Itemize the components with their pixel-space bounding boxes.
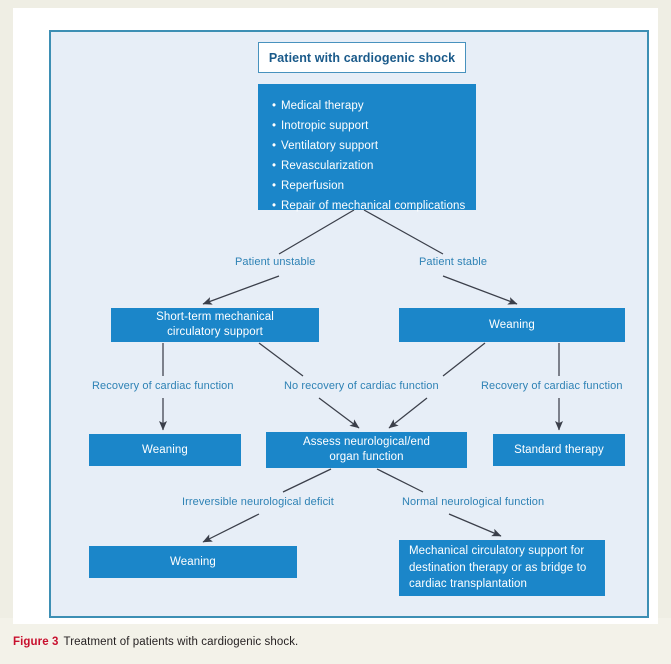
edge-therapies-stable-upper xyxy=(363,209,444,255)
node-mechanical-circulatory-support-destination: Mechanical circulatory support for desti… xyxy=(399,540,605,596)
figure-number: Figure 3 xyxy=(13,636,59,648)
node-weaning-stable-branch: Weaning xyxy=(399,308,625,342)
node-patient-with-cardiogenic-shock: Patient with cardiogenic shock xyxy=(258,42,466,73)
edge-weaning1-to-assess xyxy=(388,397,428,429)
node-initial-therapies: Medical therapy Inotropic support Ventil… xyxy=(258,84,476,212)
node-text-line: cardiac transplantation xyxy=(409,578,528,591)
edge-to-stmcs xyxy=(202,275,280,305)
edge-label-recovery-of-cardiac-function-left: Recovery of cardiac function xyxy=(89,380,237,392)
edge-label-patient-unstable: Patient unstable xyxy=(232,256,319,268)
figure-caption: Figure 3 Treatment of patients with cardi… xyxy=(13,636,298,648)
node-text-line: circulatory support xyxy=(167,326,263,338)
therapy-list: Medical therapy Inotropic support Ventil… xyxy=(270,96,476,216)
figure-caption-text: Treatment of patients with cardiogenic s… xyxy=(63,636,299,648)
node-text-line: destination therapy or as bridge to xyxy=(409,561,587,574)
node-weaning-irreversible-deficit: Weaning xyxy=(89,546,297,578)
therapy-item: Revascularization xyxy=(270,156,476,176)
node-text-line: organ function xyxy=(329,451,404,463)
edge-to-weaning-1 xyxy=(442,275,518,305)
edge-assess-irreversible-upper xyxy=(282,468,332,493)
node-text: Assess neurological/end organ function xyxy=(303,435,430,464)
figure-card: Patient with cardiogenic shock Medical t… xyxy=(13,8,658,618)
node-text: Short-term mechanical circulatory suppor… xyxy=(156,310,274,339)
edge-label-irreversible-neurological-deficit: Irreversible neurological deficit xyxy=(179,496,337,508)
caption-area: Figure 3 Treatment of patients with cardi… xyxy=(0,618,671,664)
edge-assess-to-weaning-3 xyxy=(202,513,260,543)
node-text-line: Short-term mechanical xyxy=(156,311,274,324)
edge-stmcs-norecovery-upper xyxy=(258,342,304,377)
node-short-term-mechanical-circulatory-support: Short-term mechanical circulatory suppor… xyxy=(111,308,319,342)
edge-therapies-unstable-upper xyxy=(278,209,355,255)
edge-assess-normal-upper xyxy=(376,468,424,493)
node-assess-neurological-end-organ-function: Assess neurological/end organ function xyxy=(266,432,467,468)
edge-assess-to-mcs-destination xyxy=(448,513,502,537)
therapy-item: Medical therapy xyxy=(270,96,476,116)
edge-label-patient-stable: Patient stable xyxy=(416,256,491,268)
edge-weaning1-norecovery-upper xyxy=(442,342,486,377)
therapy-item: Repair of mechanical complications xyxy=(270,196,476,216)
caption-top-rule xyxy=(13,618,658,624)
edge-label-no-recovery-of-cardiac-function: No recovery of cardiac function xyxy=(281,380,442,392)
edge-label-normal-neurological-function: Normal neurological function xyxy=(399,496,548,508)
node-text: Mechanical circulatory support for desti… xyxy=(409,543,586,593)
node-text-line: Assess neurological/end xyxy=(303,436,430,449)
therapy-item: Inotropic support xyxy=(270,116,476,136)
edge-label-recovery-of-cardiac-function-right: Recovery of cardiac function xyxy=(478,380,626,392)
flowchart-panel: Patient with cardiogenic shock Medical t… xyxy=(49,30,649,618)
node-text-line: Mechanical circulatory support for xyxy=(409,544,585,557)
node-weaning-after-recovery: Weaning xyxy=(89,434,241,466)
therapy-item: Ventilatory support xyxy=(270,136,476,156)
therapy-item: Reperfusion xyxy=(270,176,476,196)
edge-stmcs-to-assess xyxy=(318,397,360,429)
node-standard-therapy: Standard therapy xyxy=(493,434,625,466)
